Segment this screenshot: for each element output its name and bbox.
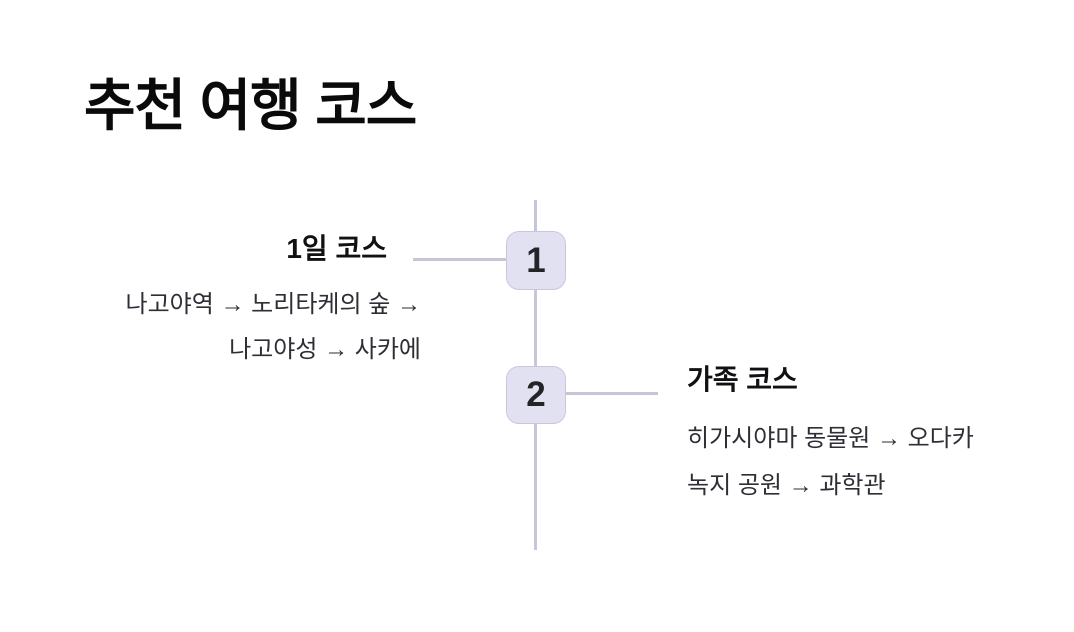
course-1-label: 1일 코스: [286, 233, 387, 264]
course-1-description-line-1: 나고야역 → 노리타케의 숲 →: [125, 291, 421, 318]
timeline-node-2-number: 2: [526, 375, 546, 414]
timeline-node-2: 2: [506, 366, 566, 424]
course-2-description: 히가시야마 동물원 → 오다카 녹지 공원 → 과학관: [687, 415, 974, 509]
course-2-label: 가족 코스: [687, 364, 798, 395]
timeline-node-1: 1: [506, 231, 566, 290]
timeline-connector-2: [566, 392, 658, 395]
page-title: 추천 여행 코스: [84, 74, 417, 137]
course-1-description: 나고야역 → 노리타케의 숲 → 나고야성 → 사카에: [126, 282, 421, 372]
course-2-description-line-2: 녹지 공원 → 과학관: [687, 472, 886, 499]
timeline-node-1-number: 1: [526, 240, 546, 280]
course-2-description-line-1: 히가시야마 동물원 → 오다카: [687, 425, 974, 452]
course-1-description-line-2: 나고야성 → 사카에: [229, 336, 421, 363]
timeline-connector-1: [413, 258, 506, 261]
